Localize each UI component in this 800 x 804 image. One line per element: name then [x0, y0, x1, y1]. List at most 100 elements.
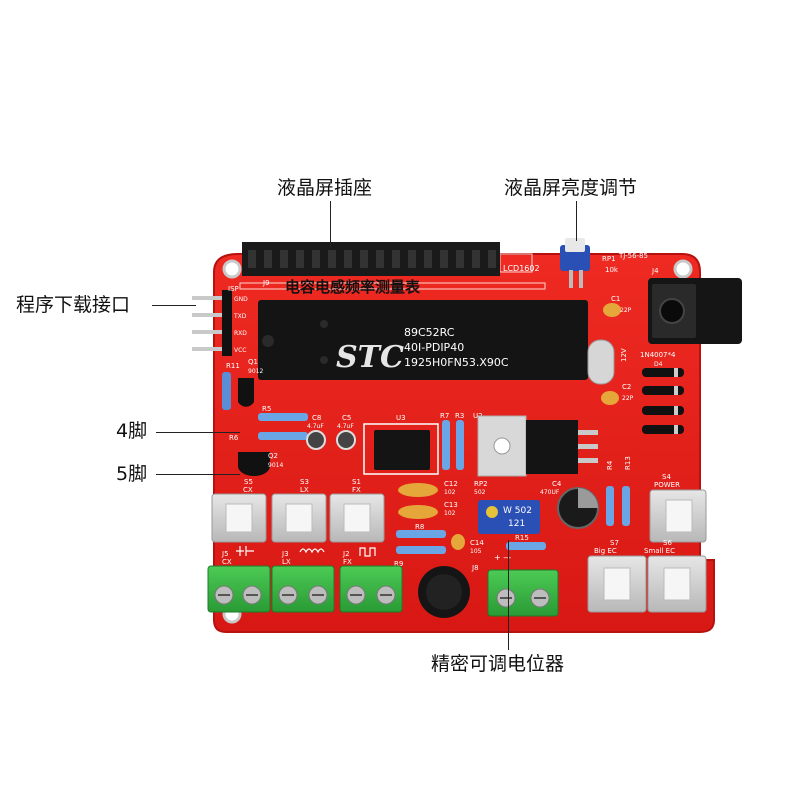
svg-text:J3: J3 — [281, 550, 289, 558]
svg-text:J5: J5 — [221, 550, 229, 558]
svg-text:S1: S1 — [352, 478, 361, 486]
svg-text:C2: C2 — [622, 383, 631, 391]
svg-text:J4: J4 — [651, 267, 659, 275]
svg-text:R4: R4 — [606, 460, 614, 470]
svg-text:TXD: TXD — [233, 313, 247, 320]
svg-text:1925H0FN53.X90C: 1925H0FN53.X90C — [404, 356, 509, 369]
svg-text:CX: CX — [222, 558, 232, 566]
svg-text:J2: J2 — [342, 550, 350, 558]
svg-text:VCC: VCC — [234, 347, 246, 354]
svg-text:9014: 9014 — [268, 462, 283, 469]
terminal-j3 — [271, 565, 335, 613]
svg-text:502: 502 — [474, 489, 486, 496]
svg-text:FX: FX — [352, 486, 361, 494]
svg-text:470UF: 470UF — [540, 489, 560, 496]
svg-text:S7: S7 — [610, 539, 619, 547]
svg-text:105: 105 — [470, 548, 482, 555]
callout-line-pin4 — [156, 432, 240, 433]
svg-text:C12: C12 — [444, 480, 458, 488]
svg-text:89C52RC: 89C52RC — [404, 326, 455, 339]
svg-text:LX: LX — [300, 486, 309, 494]
svg-text:+ —: + — — [494, 553, 511, 562]
svg-text:R5: R5 — [262, 405, 271, 413]
svg-text:121: 121 — [508, 519, 525, 529]
svg-text:W 502: W 502 — [503, 506, 532, 516]
svg-text:R15: R15 — [515, 534, 529, 542]
svg-text:Small EC: Small EC — [644, 547, 675, 555]
svg-text:R6: R6 — [229, 434, 239, 442]
svg-text:C14: C14 — [470, 539, 484, 547]
svg-text:C1: C1 — [611, 295, 620, 303]
svg-text:TJ-56-85: TJ-56-85 — [618, 252, 648, 260]
callout-pin4: 4脚 — [116, 420, 148, 442]
svg-text:D4: D4 — [654, 361, 663, 368]
terminal-j8 — [487, 569, 559, 617]
svg-text:R11: R11 — [226, 362, 240, 370]
callout-lcd-brightness: 液晶屏亮度调节 — [504, 177, 638, 199]
regulator — [526, 420, 578, 474]
board-title: 电容电感频率测量表 — [285, 278, 421, 296]
callout-line-lcd-socket — [330, 201, 331, 249]
svg-text:R7: R7 — [440, 412, 449, 420]
svg-text:POWER: POWER — [654, 481, 680, 489]
svg-text:S4: S4 — [662, 473, 671, 481]
svg-text:22P: 22P — [620, 307, 632, 314]
svg-text:R3: R3 — [455, 412, 464, 420]
callout-lcd-socket: 液晶屏插座 — [277, 177, 373, 199]
svg-text:4.7uF: 4.7uF — [337, 423, 354, 430]
svg-text:RP1: RP1 — [602, 255, 616, 263]
crystal — [587, 339, 615, 385]
svg-text:RP2: RP2 — [474, 480, 488, 488]
svg-text:R13: R13 — [624, 456, 632, 470]
svg-text:R9: R9 — [394, 560, 403, 568]
callout-download-port: 程序下载接口 — [16, 294, 131, 316]
svg-text:Q1: Q1 — [248, 358, 258, 366]
svg-text:GND: GND — [234, 296, 248, 303]
svg-text:S3: S3 — [300, 478, 309, 486]
isp-pins — [192, 290, 232, 356]
svg-text:Big EC: Big EC — [594, 547, 617, 555]
svg-text:102: 102 — [444, 510, 456, 517]
lcd-label: LCD1602 — [503, 264, 540, 273]
svg-text:CX: CX — [243, 486, 253, 494]
svg-text:102: 102 — [444, 489, 456, 496]
svg-text:C13: C13 — [444, 501, 458, 509]
diodes — [642, 368, 684, 434]
svg-text:40I-PDIP40: 40I-PDIP40 — [404, 341, 464, 354]
svg-text:22P: 22P — [622, 395, 634, 402]
callout-pin5: 5脚 — [116, 463, 148, 485]
u3-chip — [374, 430, 430, 470]
svg-text:10k: 10k — [605, 266, 619, 274]
svg-text:4.7uF: 4.7uF — [307, 423, 324, 430]
svg-text:S5: S5 — [244, 478, 253, 486]
mount-hole — [222, 259, 242, 279]
terminal-j5 — [207, 565, 271, 613]
callout-line-brightness — [576, 201, 577, 241]
svg-text:J8: J8 — [471, 564, 479, 572]
svg-text:LX: LX — [282, 558, 291, 566]
mcu-chip — [258, 300, 588, 380]
svg-text:1N4007*4: 1N4007*4 — [640, 351, 676, 359]
cap-c5 — [336, 430, 356, 450]
svg-text:U3: U3 — [396, 414, 406, 422]
cap-c8 — [306, 430, 326, 450]
mount-hole — [673, 259, 693, 279]
callout-line-pin5 — [156, 474, 240, 475]
svg-text:FX: FX — [343, 558, 352, 566]
svg-text:S6: S6 — [663, 539, 672, 547]
svg-text:C5: C5 — [342, 414, 351, 422]
svg-text:C4: C4 — [552, 480, 562, 488]
callout-line-pot — [508, 540, 509, 650]
callout-precision-pot: 精密可调电位器 — [431, 653, 565, 675]
svg-text:12V: 12V — [620, 348, 628, 362]
svg-text:C8: C8 — [312, 414, 321, 422]
chip-logo: STC — [336, 340, 404, 375]
callout-line-download — [152, 305, 196, 306]
header-pins — [248, 250, 496, 268]
svg-text:R8: R8 — [415, 523, 424, 531]
svg-text:Q2: Q2 — [268, 452, 278, 460]
svg-text:J9: J9 — [262, 279, 270, 287]
terminal-j2 — [339, 565, 403, 613]
